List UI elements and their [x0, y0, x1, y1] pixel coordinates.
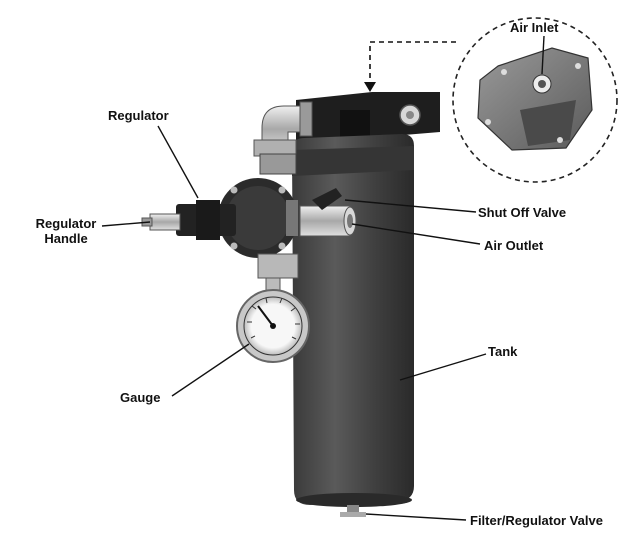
tank-body — [292, 134, 414, 517]
air-inlet-label: Air Inlet — [510, 20, 559, 35]
regulator-label: Regulator — [108, 108, 169, 123]
gauge-label: Gauge — [120, 390, 161, 405]
dashed-arrow-down-icon — [364, 41, 456, 92]
elbow-fitting — [253, 101, 313, 157]
air-outlet-label: Air Outlet — [484, 238, 544, 253]
filter-regulator-valve-label: Filter/Regulator Valve — [470, 513, 603, 528]
leader-lines — [101, 125, 487, 521]
regulator-handle-label: Regulator Handle — [30, 216, 102, 246]
shut-off-valve-label: Shut Off Valve — [478, 205, 567, 220]
shut-off-valve — [299, 188, 357, 237]
regulator-handle-label-line1: Regulator — [35, 216, 97, 231]
tank-label: Tank — [488, 344, 518, 359]
pressure-gauge — [236, 277, 310, 363]
air-inlet-inset — [452, 17, 618, 183]
regulator-body — [176, 153, 299, 279]
mounting-bracket — [296, 92, 440, 140]
regulator-handle-label-line2: Handle — [44, 231, 88, 246]
